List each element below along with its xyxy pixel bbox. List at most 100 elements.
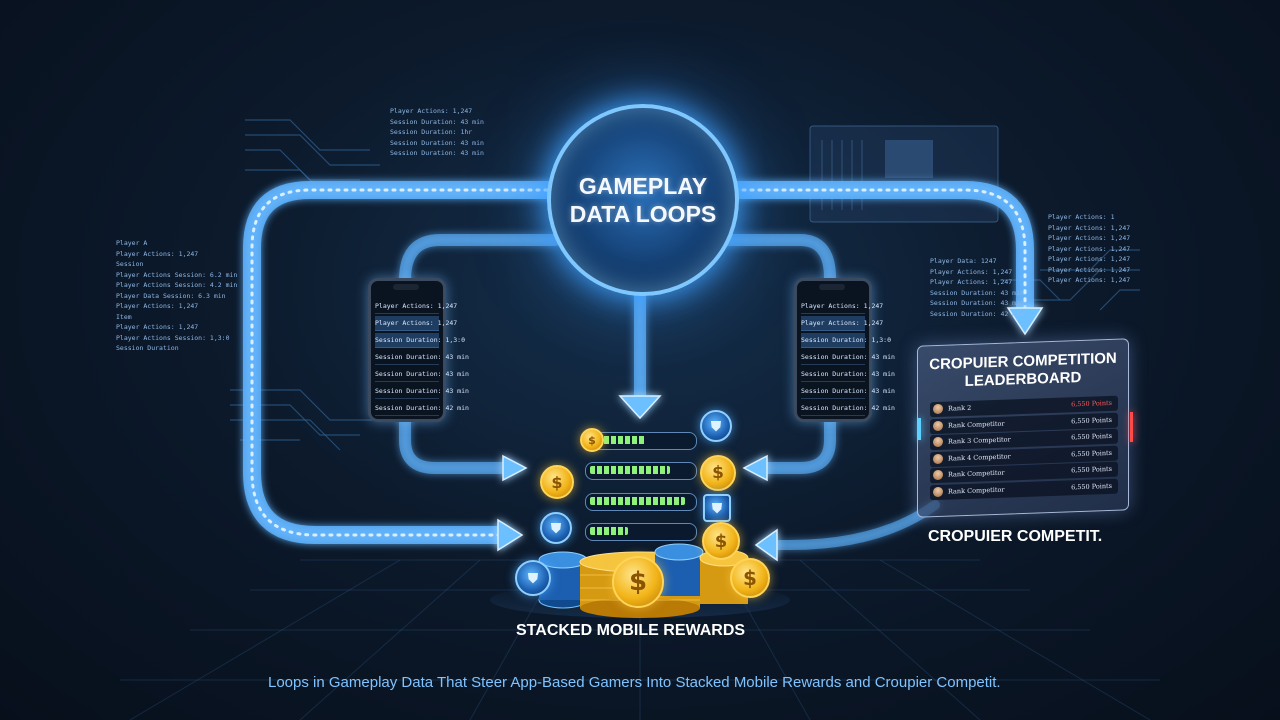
coin-icon: $ (730, 558, 770, 598)
competitor-name: Rank Competitor (948, 419, 1005, 430)
inner-loop-right-bottom (759, 412, 836, 474)
avatar (933, 486, 943, 497)
stat-line: Player Actions: 1,247 (1048, 223, 1131, 232)
stat-line: Player Actions: 1,247 (116, 323, 199, 331)
rewards-label: STACKED MOBILE REWARDS (516, 622, 746, 639)
figure-caption: Loops in Gameplay Data That Steer App-Ba… (268, 674, 1001, 691)
coin-icon: $ (702, 522, 740, 560)
competitor-points: 6,550 Points (1071, 464, 1112, 475)
stat-line: Player Actions: 1,247 (1048, 234, 1131, 242)
circuit-traces (230, 119, 1140, 451)
stat-line: Item (116, 312, 132, 321)
competitor-name: Rank Competitor (948, 485, 1005, 496)
reward-progress-bar (585, 462, 697, 480)
phone-data-row: Session Duration: 42 min (375, 401, 469, 416)
leaderboard-title: CROPUIER COMPETITION LEADERBOARD (918, 349, 1128, 392)
left-phone: Player Actions: 1,247 Player Actions: 1,… (368, 278, 469, 422)
avatar (933, 403, 943, 415)
stat-line: Session Duration: 43 min (390, 138, 484, 147)
stat-line: Player Actions: 1,247 (1048, 255, 1131, 263)
leaderboard-list: Rank 2 6,550 Points Rank Competitor 6,55… (930, 395, 1118, 502)
inner-loop-left-bottom (399, 412, 511, 474)
competitor-name: Rank Competitor (948, 468, 1005, 479)
phone-data-row: Session Duration: 43 min (375, 367, 469, 382)
coin-icon: $ (540, 465, 574, 499)
panel-glow-right (1130, 412, 1133, 442)
stat-line: Session Duration: 43 min (930, 288, 1024, 297)
stat-line: Session Duration (116, 344, 179, 352)
coin-icon: $ (612, 556, 664, 608)
croupier-leaderboard-panel: CROPUIER COMPETITION LEADERBOARD Rank 2 … (917, 338, 1129, 518)
phone-notch (393, 284, 419, 290)
competitor-points: 6,550 Points (1071, 415, 1112, 425)
stat-line: Session Duration: 43 min (390, 149, 484, 157)
phone-data-row: Session Duration: 43 min (375, 350, 469, 365)
competitor-points: 6,550 Points (1071, 448, 1112, 458)
stats-block-top: Player Actions: 1,247 Session Duration: … (390, 106, 484, 159)
phone-data-row: Session Duration: 42 min (801, 401, 895, 416)
coin-icon: $ (700, 455, 736, 491)
hub-title-line1: GAMEPLAY (578, 173, 708, 199)
stat-line: Player Actions: 1,247 (1048, 265, 1131, 274)
arrowheads (497, 307, 1044, 562)
stat-line: Player Actions: 1,247 (116, 302, 199, 310)
stat-line: Session (116, 260, 144, 268)
competitor-name: Rank 2 (948, 403, 972, 413)
phone-data-row: Player Actions: 1,247 (801, 316, 883, 331)
shield-icon: ⛊ (540, 512, 572, 544)
chip-graphic (809, 125, 999, 223)
stat-line: Player Actions Session: 4.2 min (116, 281, 238, 289)
phone-data-row: Session Duration: 43 min (801, 384, 895, 399)
stat-line: Player Actions: 1,247 (930, 267, 1013, 276)
stat-line: Player A (116, 239, 148, 247)
stats-block-right-a: Player Data: 1247 Player Actions: 1,247 … (930, 256, 1024, 319)
avatar (933, 453, 943, 464)
stat-line: Player Actions: 1 (1048, 213, 1115, 221)
stat-line: Player Actions: 1,247 (1048, 244, 1131, 253)
avatar (933, 436, 943, 448)
stat-line: Session Duration: 43 min (930, 299, 1024, 307)
stat-line: Player Actions: 1,247 (116, 249, 199, 258)
shield-icon: ⛊ (515, 560, 551, 596)
shield-icon: ⛊ (703, 494, 731, 522)
phone-data-row: Session Duration: 1,3:0 (801, 333, 891, 348)
stat-line: Player Actions: 1,247 (1048, 276, 1131, 284)
stat-line: Player Data Session: 6.3 min (116, 291, 226, 300)
inner-loop-left (399, 234, 561, 286)
stat-line: Player Data: 1247 (930, 257, 997, 265)
stat-line: Player Actions: 1,247 (390, 107, 473, 115)
competitor-points: 6,550 Points (1071, 398, 1112, 409)
gameplay-data-loops-hub: GAMEPLAY DATA LOOPS (547, 104, 739, 296)
phone-data-row: Session Duration: 43 min (801, 367, 895, 382)
shield-icon: ⛊ (700, 410, 732, 442)
phone-data-row: Session Duration: 1,3:0 (375, 333, 465, 348)
stat-line: Session Duration: 43 min (390, 117, 484, 126)
stat-line: Player Actions Session: 1,3:0 (116, 333, 230, 342)
right-phone: Player Actions: 1,247 Player Actions: 1,… (794, 278, 895, 422)
avatar (933, 420, 943, 431)
competitor-points: 6,550 Points (1071, 481, 1112, 491)
avatar (933, 469, 943, 481)
competition-return-path (770, 500, 940, 550)
stat-line: Player Actions Session: 6.2 min (116, 270, 238, 279)
stat-line: Player Actions: 1,247 (930, 278, 1013, 286)
stats-block-right-b: Player Actions: 1 Player Actions: 1,247 … (1048, 212, 1130, 286)
competitor-name: Rank 3 Competitor (948, 435, 1011, 446)
phone-data-row: Session Duration: 43 min (801, 350, 895, 365)
panel-glow-left (918, 418, 921, 440)
stats-block-left: Player A Player Actions: 1,247 Session P… (116, 238, 237, 354)
competitor-name: Rank 4 Competitor (948, 451, 1011, 463)
coin-icon: $ (580, 428, 604, 452)
competition-label: CROPUIER COMPETIT. (928, 528, 1103, 545)
hub-title: GAMEPLAY DATA LOOPS (558, 172, 728, 228)
phone-data-row: Player Actions: 1,247 (801, 299, 883, 314)
reward-progress-bar (585, 493, 697, 511)
competitor-points: 6,550 Points (1071, 431, 1112, 442)
stat-line: Session Duration: 1hr (390, 128, 473, 136)
hub-title-line2: DATA LOOPS (569, 201, 717, 227)
inner-loop-right (719, 234, 836, 284)
phone-data-row: Session Duration: 43 min (375, 384, 469, 399)
stat-line: Session Duration: 42 min (930, 309, 1024, 318)
phone-data-row: Player Actions: 1,247 (375, 299, 457, 314)
